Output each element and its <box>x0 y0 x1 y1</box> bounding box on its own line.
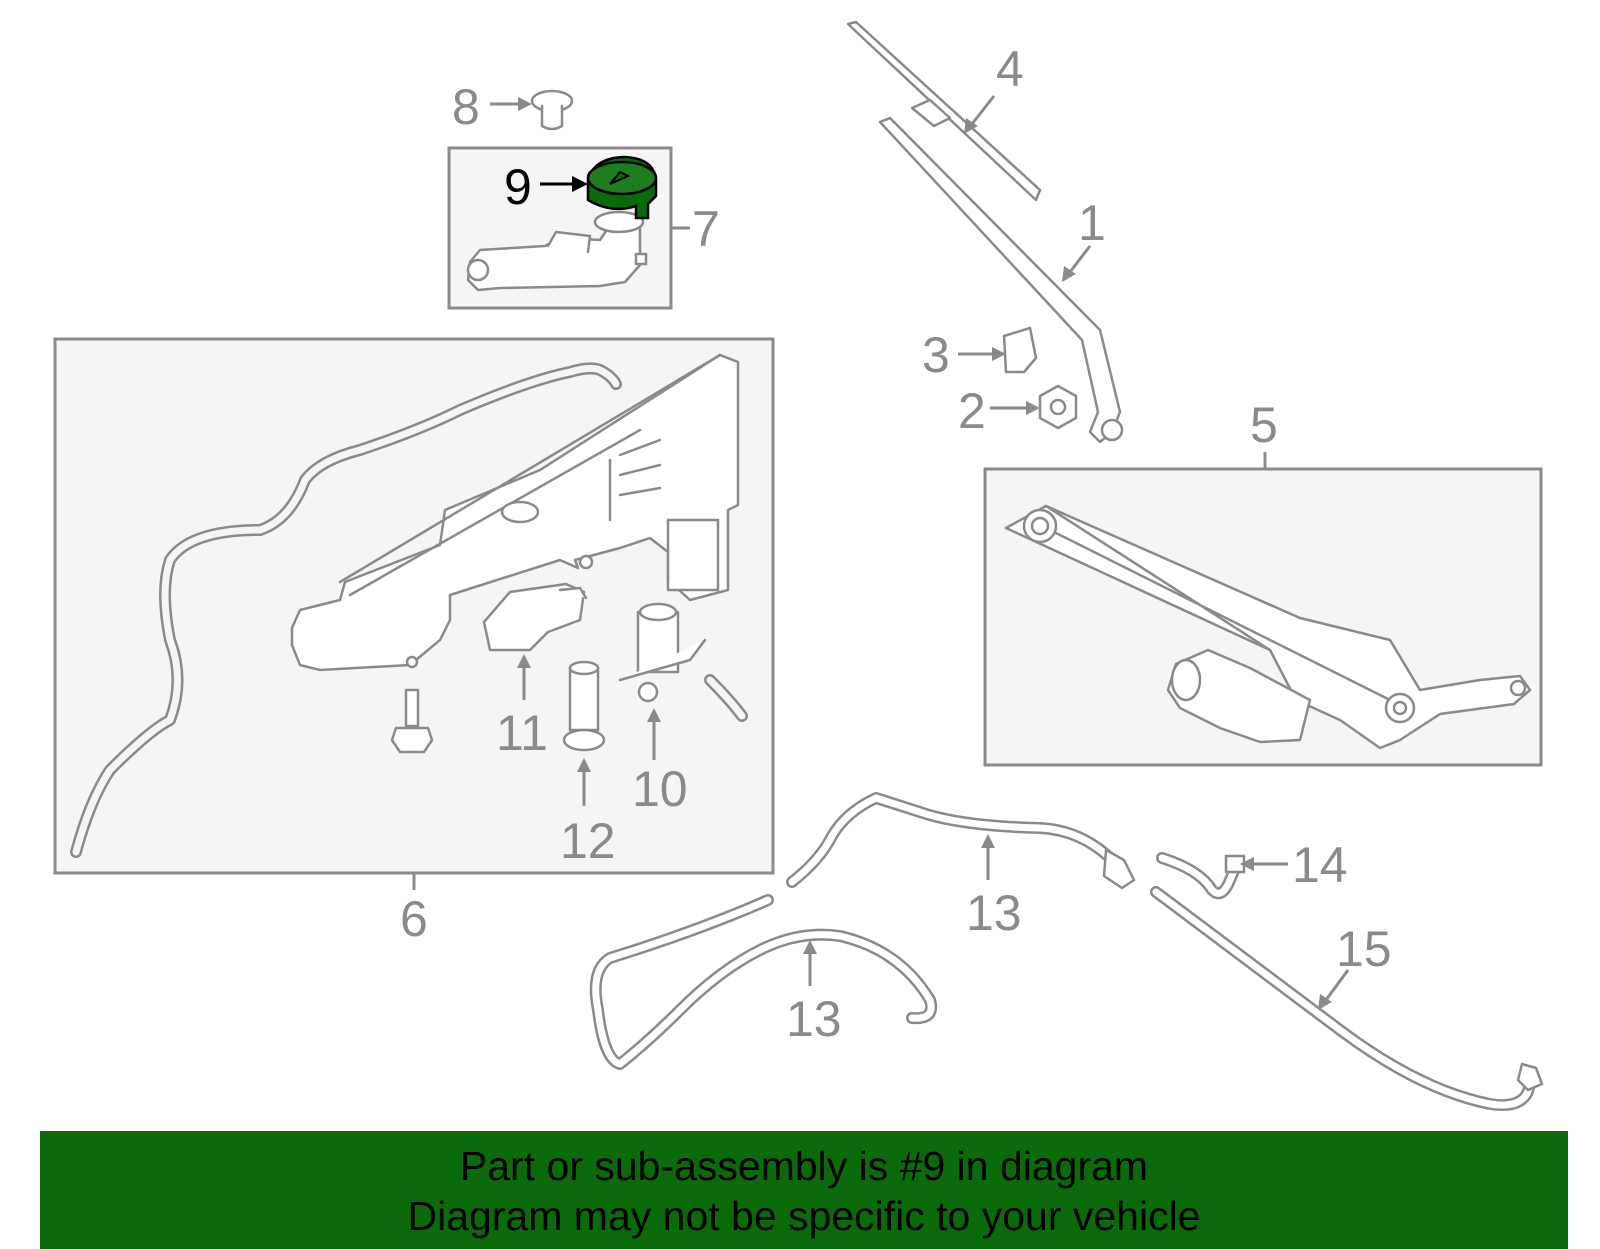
part-9-cap[interactable] <box>586 155 658 220</box>
part-4-blade <box>846 20 1042 202</box>
callout-13-lower: 13 <box>786 991 842 1047</box>
callout-12: 12 <box>560 813 616 869</box>
part-5-box <box>983 452 1543 767</box>
callout-10: 10 <box>632 761 688 817</box>
callout-2: 2 <box>958 383 986 439</box>
part-13-hose-upper <box>786 792 1136 890</box>
footer-line-1: Part or sub-assembly is #9 in diagram <box>459 1143 1149 1189</box>
callout-14: 14 <box>1292 837 1348 893</box>
footer-line-2: Diagram may not be specific to your vehi… <box>407 1193 1201 1239</box>
part-15-hose <box>1150 886 1544 1111</box>
part-3-cap <box>1002 326 1038 374</box>
part-12-grommet <box>562 660 606 752</box>
part-8-clip <box>530 89 574 131</box>
leader-lines <box>490 95 1350 1010</box>
part-11-pump <box>482 582 588 652</box>
callout-4: 4 <box>996 41 1024 97</box>
callout-8: 8 <box>452 79 480 135</box>
callout-13-upper: 13 <box>966 885 1022 941</box>
callout-7: 7 <box>692 201 720 257</box>
callout-9[interactable]: 9 <box>504 159 532 215</box>
callout-6: 6 <box>400 891 428 947</box>
callout-15: 15 <box>1336 921 1392 977</box>
part-10-pump <box>618 602 748 722</box>
part-1-arm <box>878 116 1124 444</box>
callout-5: 5 <box>1250 397 1278 453</box>
callout-11: 11 <box>496 705 548 761</box>
callout-1: 1 <box>1078 195 1106 251</box>
footer-banner: Part or sub-assembly is #9 in diagram Di… <box>40 1131 1568 1249</box>
part-2-nut <box>1038 384 1078 430</box>
part-13-hose-lower <box>589 894 938 1070</box>
callout-3: 3 <box>922 327 950 383</box>
part-14-connector <box>1156 852 1246 900</box>
